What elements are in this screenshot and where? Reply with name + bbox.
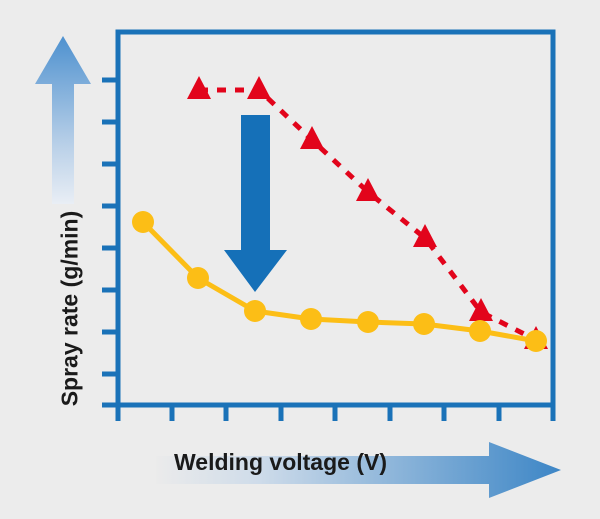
x-axis-ticks	[115, 403, 556, 421]
up-arrow-icon	[35, 36, 91, 204]
y-axis-title: Spray rate (g/min)	[56, 210, 83, 407]
right-arrow-icon	[156, 442, 561, 498]
down-arrow-annotation	[224, 115, 287, 292]
x-axis-title: Welding voltage (V)	[174, 449, 387, 475]
series-reduced-markers	[132, 211, 547, 352]
